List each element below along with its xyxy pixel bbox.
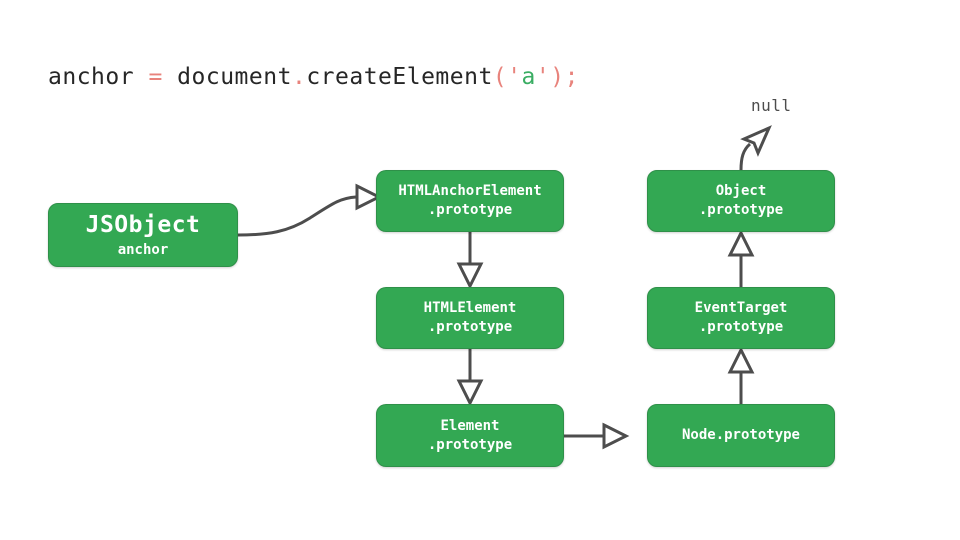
code-token-9: a <box>521 64 536 90</box>
node-element-prototype[interactable]: Element .prototype <box>376 404 564 467</box>
node-node-prototype[interactable]: Node.prototype <box>647 404 835 467</box>
node-htmlelement-prototype[interactable]: HTMLElement .prototype <box>376 287 564 349</box>
code-snippet: anchor = document.createElement('a'); <box>48 62 579 92</box>
code-token-0: anchor <box>48 64 135 90</box>
code-token-8: ' <box>507 64 522 90</box>
node-eventtarget-subtitle: .prototype <box>698 319 784 335</box>
node-htmlelement-title: HTMLElement <box>423 300 517 316</box>
node-jsobject-subtitle: anchor <box>117 241 169 258</box>
code-token-4: document <box>177 64 292 90</box>
node-htmlelement-subtitle: .prototype <box>427 319 513 335</box>
code-token-5: . <box>291 64 307 90</box>
code-token-11: ) <box>550 64 565 90</box>
code-token-2: = <box>148 64 163 90</box>
code-token-6: createElement <box>306 64 493 90</box>
node-htmlanchorelement-prototype[interactable]: HTMLAnchorElement .prototype <box>376 170 564 232</box>
node-element-title: Element <box>440 417 500 434</box>
node-htmlanchorelement-subtitle: .prototype <box>427 202 513 218</box>
edge-object-to-null <box>739 125 772 171</box>
code-token-7: ( <box>492 64 508 90</box>
node-element-subtitle: .prototype <box>427 436 513 453</box>
edge-element-to-nodeproto <box>564 422 630 450</box>
code-token-10: ' <box>535 64 551 90</box>
code-token-3 <box>163 64 177 90</box>
null-label: null <box>751 96 792 115</box>
edge-jsobject-to-htmlanchor <box>237 183 383 237</box>
node-jsobject-title: JSObject <box>85 211 201 238</box>
node-object-title: Object <box>715 183 767 199</box>
edge-htmlelement-to-element <box>456 349 484 407</box>
node-htmlanchorelement-title: HTMLAnchorElement <box>398 183 542 199</box>
node-object-prototype[interactable]: Object .prototype <box>647 170 835 232</box>
node-node-title: Node.prototype <box>681 427 800 443</box>
code-token-1 <box>134 64 148 90</box>
node-eventtarget-prototype[interactable]: EventTarget .prototype <box>647 287 835 349</box>
edge-eventtarget-to-object <box>727 229 755 287</box>
code-token-12: ; <box>564 64 579 90</box>
edge-nodeproto-to-eventtarget <box>727 346 755 404</box>
node-object-subtitle: .prototype <box>698 202 784 218</box>
node-jsobject[interactable]: JSObject anchor <box>48 203 238 267</box>
node-eventtarget-title: EventTarget <box>694 300 788 316</box>
edge-htmlanchor-to-htmlelement <box>456 232 484 290</box>
